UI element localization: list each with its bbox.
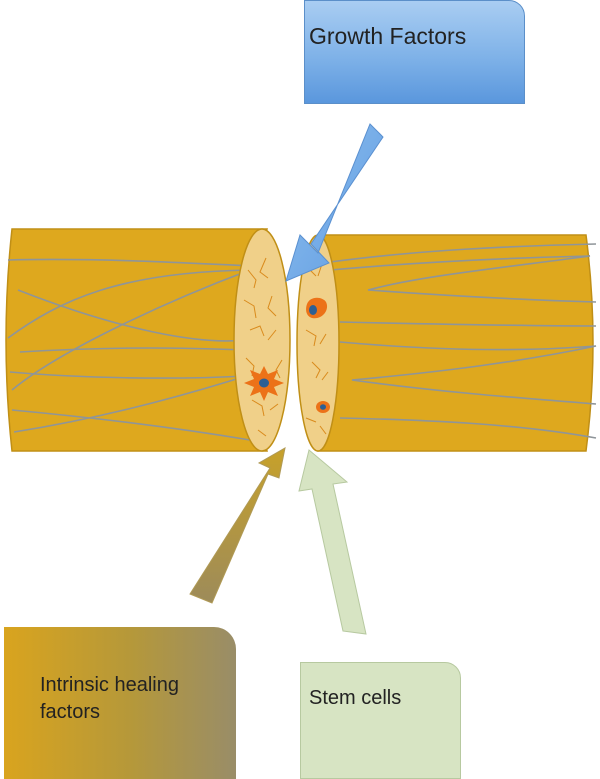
intrinsic-healing-box: Intrinsic healing factors	[4, 627, 236, 779]
growth-factors-label: Growth Factors	[309, 23, 467, 49]
stem-cells-arrow	[298, 449, 367, 635]
growth-factors-box: Growth Factors	[304, 0, 525, 104]
left-tendon-segment	[5, 228, 291, 452]
right-tendon-segment	[296, 234, 597, 452]
stem-cells-label: Stem cells	[309, 687, 402, 709]
intrinsic-factors-arrow	[189, 447, 286, 604]
cell-icon	[316, 401, 330, 413]
stem-cells-box: Stem cells	[300, 662, 461, 779]
left-cut-face	[233, 228, 291, 452]
growth-factors-arrow	[285, 123, 384, 282]
right-collagen-fibers	[329, 243, 597, 439]
activated-cell-icon	[244, 366, 284, 401]
left-fibrils	[243, 257, 283, 437]
intrinsic-healing-label: Intrinsic healing factors	[40, 674, 179, 723]
cell-icon	[306, 297, 328, 319]
